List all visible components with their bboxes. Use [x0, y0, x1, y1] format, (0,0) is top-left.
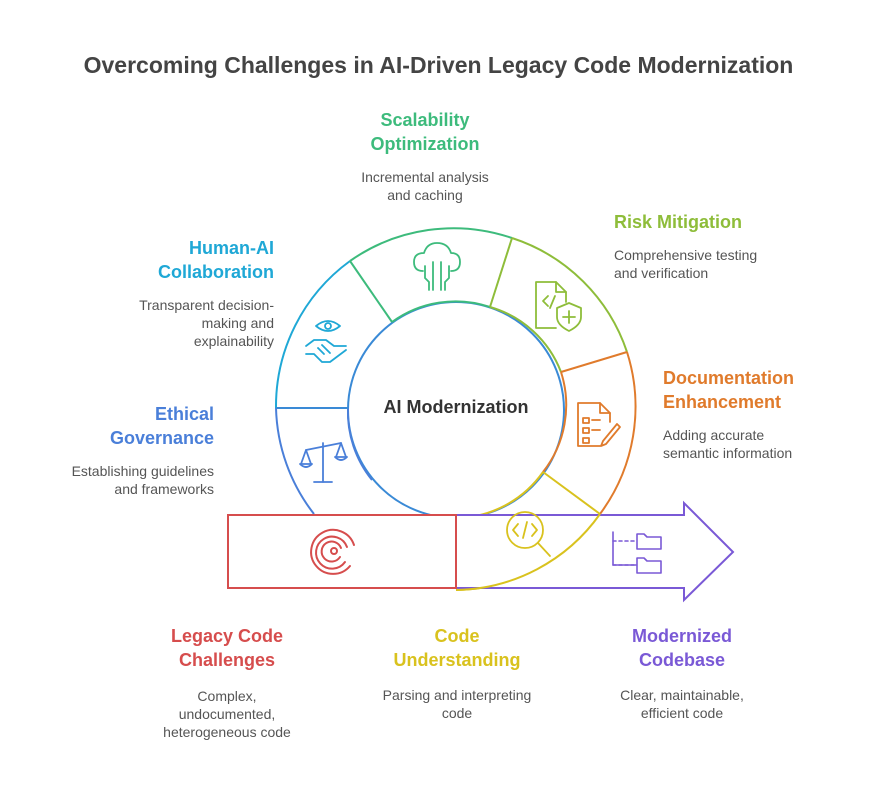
scalability-desc: Incremental analysis and caching	[330, 168, 520, 204]
scalability-desc-line: and caching	[387, 187, 463, 203]
collaboration-desc-line: explainability	[193, 333, 274, 349]
scalability-desc-line: Incremental analysis	[361, 169, 489, 185]
divider	[542, 471, 601, 515]
divider	[560, 351, 628, 373]
scales-icon	[299, 442, 348, 483]
documentation-desc-line: Adding accurate	[663, 427, 765, 443]
documentation-desc-line: semantic information	[663, 445, 793, 461]
understanding-title-line: Code	[434, 626, 480, 646]
documentation-title-line: Documentation	[663, 368, 795, 388]
center-label: AI Modernization	[383, 397, 529, 417]
risk-desc-line: and verification	[614, 265, 709, 281]
understanding-desc-line: Parsing and interpreting	[382, 687, 532, 703]
legacy-box	[227, 514, 457, 589]
cloud-circuit-icon	[413, 242, 461, 291]
modernized-title-line: Modernized	[631, 626, 732, 646]
ring-segment-collaboration	[274, 260, 351, 409]
risk-desc: Comprehensive testing and verification	[614, 246, 824, 282]
inner-arc-ethical	[346, 407, 373, 481]
scalability-title: Scalability Optimization	[340, 108, 510, 156]
documentation-desc: Adding accurate semantic information	[663, 426, 863, 462]
documentation-title-line: Enhancement	[663, 392, 782, 412]
eye-handshake-icon	[305, 320, 347, 363]
inner-arc-documentation	[542, 371, 568, 473]
collaboration-desc: Transparent decision- making and explain…	[84, 296, 274, 350]
scalability-title-line: Optimization	[370, 134, 480, 154]
collaboration-desc-line: making and	[201, 315, 274, 331]
ring-segment-risk	[511, 237, 628, 353]
legacy-desc-line: Complex,	[197, 688, 257, 704]
inner-arc-scalability	[391, 300, 491, 323]
ethical-desc: Establishing guidelines and frameworks	[24, 462, 214, 498]
ethical-title-line: Governance	[109, 428, 214, 448]
scalability-title-line: Scalability	[380, 110, 470, 130]
modernized-title-line: Codebase	[638, 650, 726, 670]
understanding-desc-line: code	[441, 705, 473, 721]
ring-segment-documentation	[599, 351, 637, 515]
document-edit-icon	[577, 402, 621, 447]
modernized-title: Modernized Codebase	[597, 624, 767, 672]
divider	[489, 237, 513, 308]
ring-segment-ethical	[275, 407, 315, 515]
modernized-desc-line: Clear, maintainable,	[620, 687, 744, 703]
collaboration-title-line: Collaboration	[158, 262, 274, 282]
ethical-desc-line: Establishing guidelines	[71, 463, 214, 479]
code-search-icon	[506, 511, 551, 557]
risk-title: Risk Mitigation	[614, 210, 814, 234]
risk-desc-line: Comprehensive testing	[614, 247, 758, 263]
legacy-title: Legacy Code Challenges	[142, 624, 312, 672]
ethical-title-line: Ethical	[154, 404, 214, 424]
understanding-desc: Parsing and interpreting code	[352, 686, 562, 722]
ethical-title: Ethical Governance	[44, 402, 214, 450]
code-shield-icon	[535, 281, 582, 332]
legacy-desc: Complex, undocumented, heterogeneous cod…	[132, 687, 322, 741]
risk-title-line: Risk Mitigation	[614, 212, 743, 232]
documentation-title: Documentation Enhancement	[663, 366, 853, 414]
ethical-desc-line: and frameworks	[114, 481, 214, 497]
modernized-desc-line: efficient code	[640, 705, 724, 721]
divider	[349, 260, 393, 323]
legacy-title-line: Legacy Code	[170, 626, 284, 646]
modernized-desc: Clear, maintainable, efficient code	[587, 686, 777, 722]
collaboration-desc-line: Transparent decision-	[139, 297, 274, 313]
inner-arc-risk	[489, 306, 562, 373]
understanding-title: Code Understanding	[372, 624, 542, 672]
page-title: Overcoming Challenges in AI-Driven Legac…	[83, 52, 794, 78]
ring-segment-scalability	[349, 227, 513, 262]
collaboration-title: Human-AI Collaboration	[104, 236, 274, 284]
folder-tree-icon	[612, 531, 662, 574]
legacy-desc-line: undocumented,	[178, 706, 276, 722]
legacy-title-line: Challenges	[178, 650, 276, 670]
spiral-icon	[310, 528, 355, 575]
collaboration-title-line: Human-AI	[189, 238, 274, 258]
understanding-title-line: Understanding	[393, 650, 521, 670]
understanding-arc-overlay	[455, 513, 601, 591]
legacy-desc-line: heterogeneous code	[163, 724, 291, 740]
